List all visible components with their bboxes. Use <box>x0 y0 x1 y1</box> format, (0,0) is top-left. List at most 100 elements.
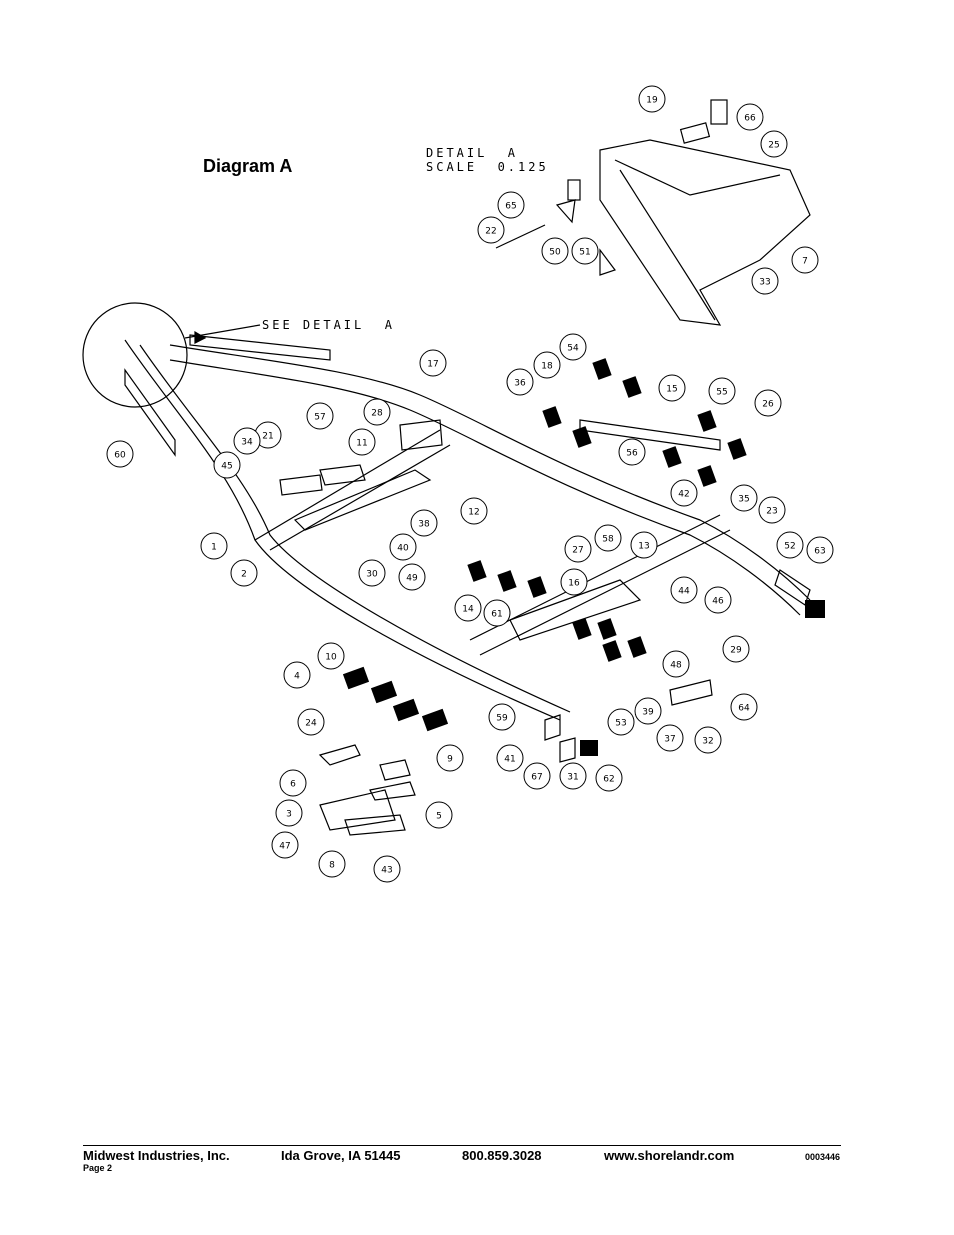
footer-divider <box>83 1145 841 1146</box>
callout-40: 40 <box>389 533 417 561</box>
callout-bubble <box>419 349 447 377</box>
callout-bubble <box>736 103 764 131</box>
diagram-title: Diagram A <box>203 156 293 176</box>
callout-bubble <box>694 726 722 754</box>
callout-number: 23 <box>766 507 777 517</box>
callout-39: 39 <box>634 697 662 725</box>
callout-bubble <box>607 708 635 736</box>
callout-bubble <box>496 744 524 772</box>
callout-12: 12 <box>460 497 488 525</box>
detail-a-drawing <box>495 99 811 326</box>
callout-number: 15 <box>666 385 677 395</box>
callout-number: 8 <box>329 861 335 871</box>
callout-number: 5 <box>436 812 442 822</box>
callout-67: 67 <box>523 762 551 790</box>
callout-number: 42 <box>678 490 689 500</box>
callout-44: 44 <box>670 576 698 604</box>
callout-bubble <box>670 576 698 604</box>
callout-bubble <box>497 191 525 219</box>
callout-bubble <box>398 563 426 591</box>
callout-33: 33 <box>751 267 779 295</box>
callout-number: 51 <box>579 248 590 258</box>
callout-5: 5 <box>425 801 453 829</box>
callout-62: 62 <box>595 764 623 792</box>
callout-50: 50 <box>541 237 569 265</box>
callout-number: 34 <box>241 438 253 448</box>
trailer-frame <box>82 302 811 721</box>
callout-number: 63 <box>814 547 825 557</box>
callout-bubble <box>425 801 453 829</box>
callout-bubble <box>595 764 623 792</box>
callout-number: 46 <box>712 597 724 607</box>
callout-43: 43 <box>373 855 401 883</box>
callout-number: 22 <box>485 227 496 237</box>
callout-55: 55 <box>708 377 736 405</box>
callout-38: 38 <box>410 509 438 537</box>
callout-bubble <box>722 635 750 663</box>
callout-bubble <box>436 744 464 772</box>
callout-number: 53 <box>615 719 626 729</box>
callout-bubble <box>656 724 684 752</box>
callout-bubble <box>776 531 804 559</box>
callout-bubble <box>454 594 482 622</box>
callout-3: 3 <box>275 799 303 827</box>
callout-61: 61 <box>483 599 511 627</box>
callout-number: 3 <box>286 810 292 820</box>
callout-64: 64 <box>730 693 758 721</box>
callout-number: 66 <box>744 114 756 124</box>
callout-number: 11 <box>356 439 367 449</box>
callout-number: 4 <box>294 672 300 682</box>
callout-16: 16 <box>560 568 588 596</box>
callout-number: 64 <box>738 704 750 714</box>
footer-phone: 800.859.3028 <box>462 1148 542 1163</box>
callout-49: 49 <box>398 563 426 591</box>
callout-number: 27 <box>572 546 583 556</box>
callout-number: 12 <box>468 508 479 518</box>
detail-a-label: DETAIL A <box>426 146 519 160</box>
callout-bubble <box>348 428 376 456</box>
callout-number: 33 <box>759 278 770 288</box>
callout-bubble <box>283 661 311 689</box>
callout-number: 38 <box>418 520 430 530</box>
callout-number: 26 <box>762 400 774 410</box>
callout-4: 4 <box>283 661 311 689</box>
see-detail-a-label: SEE DETAIL A <box>262 318 395 332</box>
callout-bubble <box>523 762 551 790</box>
callout-number: 1 <box>211 543 217 553</box>
callout-number: 45 <box>221 462 232 472</box>
callout-48: 48 <box>662 650 690 678</box>
callout-bubble <box>477 216 505 244</box>
callout-number: 18 <box>541 362 553 372</box>
callout-bubble <box>559 333 587 361</box>
callout-bubble <box>271 831 299 859</box>
callout-57: 57 <box>306 402 334 430</box>
callout-number: 57 <box>314 413 325 423</box>
callout-bubble <box>460 497 488 525</box>
callout-bubble <box>560 568 588 596</box>
callout-number: 65 <box>505 202 516 212</box>
callout-17: 17 <box>419 349 447 377</box>
callout-47: 47 <box>271 831 299 859</box>
footer-website: www.shorelandr.com <box>604 1148 735 1163</box>
callout-number: 32 <box>702 737 713 747</box>
callout-bubble <box>758 496 786 524</box>
bracket-parts <box>279 419 713 836</box>
callout-number: 40 <box>397 544 409 554</box>
callout-11: 11 <box>348 428 376 456</box>
callout-number: 58 <box>602 535 614 545</box>
callout-52: 52 <box>776 531 804 559</box>
callout-26: 26 <box>754 389 782 417</box>
footer-doc-number: 0003446 <box>805 1152 841 1162</box>
callout-bubble <box>634 697 662 725</box>
callout-19: 19 <box>638 85 666 113</box>
callout-bubble <box>106 440 134 468</box>
callout-46: 46 <box>704 586 732 614</box>
callout-number: 13 <box>638 542 649 552</box>
callout-56: 56 <box>618 438 646 466</box>
callout-22: 22 <box>477 216 505 244</box>
callout-number: 61 <box>491 610 502 620</box>
callout-bubble <box>506 368 534 396</box>
callout-bubble <box>559 762 587 790</box>
callout-number: 37 <box>664 735 675 745</box>
callout-bubble <box>275 799 303 827</box>
